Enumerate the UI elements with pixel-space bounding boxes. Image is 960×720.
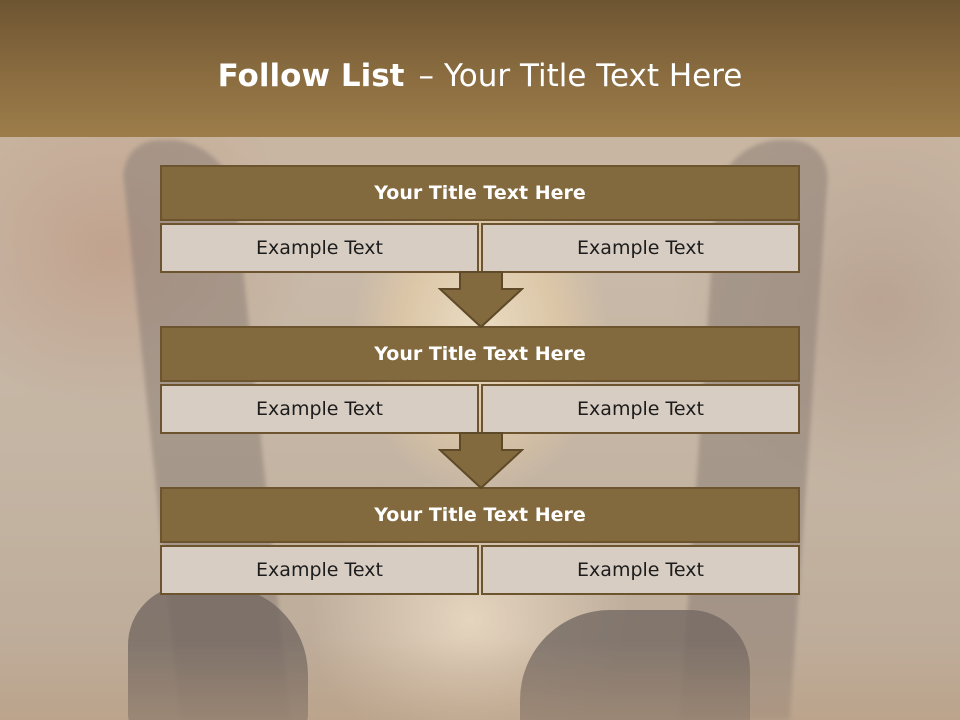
stage-2: Your Title Text Here Example Text Exampl… (160, 326, 800, 434)
stage-3-title: Your Title Text Here (160, 487, 800, 543)
stage-2-title: Your Title Text Here (160, 326, 800, 382)
down-arrow-icon (438, 271, 524, 329)
stage-1-left-cell: Example Text (160, 223, 479, 273)
stage-1: Your Title Text Here Example Text Exampl… (160, 165, 800, 273)
stage-3-left-cell: Example Text (160, 545, 479, 595)
slide-title-dash: – (418, 58, 434, 94)
stage-3: Your Title Text Here Example Text Exampl… (160, 487, 800, 595)
stage-2-left-cell: Example Text (160, 384, 479, 434)
down-arrow-icon (438, 432, 524, 490)
stage-1-row: Example Text Example Text (160, 223, 800, 273)
background-shoe-left (128, 585, 308, 720)
background-ground (0, 640, 960, 720)
stage-1-right-cell: Example Text (481, 223, 800, 273)
stage-3-row: Example Text Example Text (160, 545, 800, 595)
stage-3-right-cell: Example Text (481, 545, 800, 595)
stage-1-title: Your Title Text Here (160, 165, 800, 221)
slide-title: Follow List–Your Title Text Here (0, 56, 960, 96)
background-shoe-right (520, 610, 750, 720)
slide-title-bold: Follow List (217, 58, 405, 94)
stage-2-right-cell: Example Text (481, 384, 800, 434)
slide-title-rest: Your Title Text Here (443, 58, 743, 94)
stage-2-row: Example Text Example Text (160, 384, 800, 434)
header-band: Follow List–Your Title Text Here (0, 0, 960, 137)
